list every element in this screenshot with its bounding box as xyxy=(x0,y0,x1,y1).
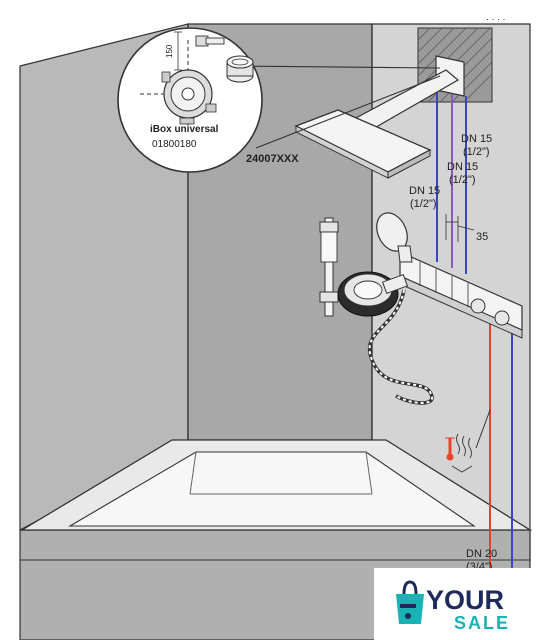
dimension-150-label: 150 xyxy=(165,44,174,58)
ibox-name-label: iBox universal xyxy=(150,124,219,135)
wall-rail xyxy=(319,217,339,317)
pipe-3-size: (1/2") xyxy=(410,198,437,210)
spacing-35-label: 35 xyxy=(476,231,488,243)
temperature-knob xyxy=(470,298,486,314)
svg-text:· · · ·: · · · · xyxy=(486,14,506,24)
pipe-2-size: (1/2") xyxy=(449,174,476,186)
shopping-bag-icon xyxy=(396,580,424,624)
ibox-code-label: 01800180 xyxy=(152,139,197,150)
thermostat-mixer xyxy=(399,251,523,339)
thermometer-icon xyxy=(445,437,455,461)
pipe-1-size: (1/2") xyxy=(463,146,490,158)
flow-knob xyxy=(494,310,510,326)
ibox-detail-callout: 150 iBox universal 01800180 xyxy=(117,27,441,173)
spacing-dimension: 35 xyxy=(445,214,488,243)
shower-room xyxy=(19,23,531,640)
pipe-3-dn: DN 15 xyxy=(409,185,440,197)
plug-fitting xyxy=(195,35,225,47)
hand-shower xyxy=(368,212,434,405)
pipe-1-dn: DN 15 xyxy=(461,133,492,145)
shower-code-label: 24007XXX xyxy=(246,153,299,165)
steam-icon xyxy=(451,433,473,473)
supply-dn-label: DN 20 xyxy=(466,548,497,560)
hot-pipe-bend xyxy=(475,409,491,449)
overhead-shower xyxy=(294,55,465,179)
logo-word-your: YOUR xyxy=(426,585,504,615)
ibox-cap xyxy=(226,55,254,83)
pipe-2-dn: DN 15 xyxy=(447,161,478,173)
wall-outlet-fixture xyxy=(337,271,409,317)
bathtub xyxy=(19,439,533,531)
logo-word-sale: SALE xyxy=(454,613,510,633)
watermark-logo: YOUR SALE xyxy=(374,568,559,640)
ibox-valve-body xyxy=(140,40,217,125)
